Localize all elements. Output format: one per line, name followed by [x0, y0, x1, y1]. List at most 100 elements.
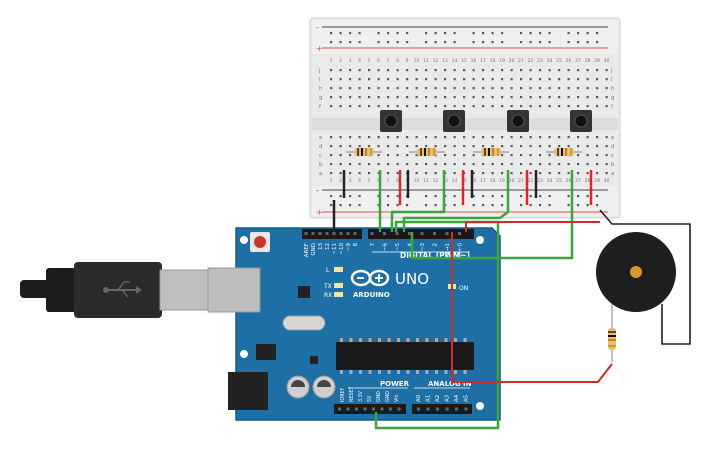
header-pin[interactable] — [318, 232, 322, 235]
header-pin[interactable] — [311, 232, 315, 235]
header-pin[interactable] — [426, 407, 430, 411]
pushbutton-1[interactable] — [380, 110, 402, 132]
terminal-hole — [349, 69, 352, 72]
header-pin[interactable] — [325, 232, 329, 235]
terminal-hole — [349, 172, 352, 175]
header-pin[interactable] — [445, 407, 449, 411]
resistor-2[interactable] — [409, 148, 445, 156]
rail-hole — [377, 195, 380, 198]
terminal-hole — [368, 136, 371, 139]
column-number: 2 — [339, 178, 342, 184]
header-pin[interactable] — [436, 407, 439, 411]
pushbutton-3[interactable] — [507, 110, 529, 132]
header-pin[interactable] — [370, 232, 374, 235]
piezo-buzzer[interactable] — [596, 232, 676, 312]
terminal-hole — [434, 96, 437, 99]
header-pin[interactable] — [408, 232, 411, 235]
terminal-hole — [349, 136, 352, 139]
column-number: 30 — [604, 58, 610, 64]
terminal-hole — [387, 145, 390, 148]
rail-hole — [548, 32, 551, 35]
terminal-hole — [444, 145, 447, 148]
header-pin[interactable] — [433, 232, 436, 235]
chip-pin — [359, 338, 362, 342]
terminal-hole — [377, 78, 380, 81]
terminal-hole — [567, 145, 570, 148]
terminal-hole — [358, 87, 361, 90]
resistor-buzzer[interactable] — [608, 318, 616, 362]
chip-pin — [387, 370, 391, 374]
rail-hole — [529, 204, 532, 207]
row-letter: a — [611, 171, 614, 177]
column-number: 13 — [442, 58, 448, 64]
rail-hole — [358, 195, 361, 198]
terminal-hole — [444, 96, 447, 99]
row-letter: b — [319, 162, 323, 168]
terminal-hole — [472, 105, 475, 108]
chip-pin — [416, 338, 419, 342]
pushbutton-2[interactable] — [443, 110, 465, 132]
header-pin[interactable] — [372, 407, 375, 411]
header-pin[interactable] — [464, 407, 468, 411]
terminal-hole — [548, 105, 551, 108]
reset-button-cap[interactable] — [254, 236, 266, 248]
header-pin[interactable] — [355, 407, 358, 411]
terminal-hole — [539, 96, 542, 99]
row-letter: j — [610, 68, 613, 74]
header-pin[interactable] — [417, 407, 420, 411]
header-pin[interactable] — [420, 232, 424, 235]
terminal-hole — [577, 105, 580, 108]
header-pin[interactable] — [363, 407, 367, 411]
terminal-holes — [330, 69, 608, 175]
header-pin[interactable] — [395, 232, 399, 235]
header-pin[interactable] — [339, 232, 343, 235]
resistor-3[interactable] — [473, 148, 509, 156]
header-pin[interactable] — [383, 232, 386, 235]
header-pin[interactable] — [346, 407, 350, 411]
column-number: 20 — [509, 58, 515, 64]
header-pin[interactable] — [397, 407, 401, 411]
header-pin[interactable] — [445, 232, 449, 235]
terminal-hole — [558, 78, 561, 81]
chip-pin — [454, 370, 457, 374]
wire-red-pin — [451, 232, 470, 383]
header-pin[interactable] — [332, 232, 336, 235]
rail-hole — [596, 32, 599, 35]
row-letter: e — [319, 135, 323, 141]
power-jack — [228, 372, 268, 410]
terminal-hole — [548, 172, 551, 175]
pushbutton-4[interactable] — [570, 110, 592, 132]
terminal-hole — [330, 69, 333, 72]
header-pin[interactable] — [458, 232, 461, 235]
usb-cable-strain — [20, 280, 50, 298]
rail-hole — [339, 41, 342, 44]
terminal-hole — [586, 136, 589, 139]
resistor-4[interactable] — [546, 148, 582, 156]
header-pin[interactable] — [346, 232, 350, 235]
terminal-hole — [463, 136, 466, 139]
resistor-1[interactable] — [346, 148, 382, 156]
terminal-hole — [358, 69, 361, 72]
terminal-hole — [605, 163, 608, 166]
header-pin[interactable] — [455, 407, 458, 411]
terminal-hole — [520, 136, 523, 139]
digital-label: DIGITAL (PWM~) — [400, 251, 470, 260]
usb-cable[interactable] — [20, 262, 209, 318]
rail-hole — [482, 195, 485, 198]
terminal-hole — [349, 87, 352, 90]
header-pin[interactable] — [338, 407, 341, 411]
wires — [332, 170, 691, 430]
terminal-hole — [577, 154, 580, 157]
header-pin[interactable] — [304, 232, 308, 235]
terminal-hole — [539, 136, 542, 139]
terminal-hole — [406, 145, 409, 148]
header-pin[interactable] — [380, 407, 384, 411]
bottom-power-rail — [312, 186, 618, 216]
mounting-hole — [476, 402, 484, 410]
rail-hole — [491, 195, 494, 198]
header-pin[interactable] — [389, 407, 392, 411]
header-pin[interactable] — [353, 232, 357, 235]
column-number: 26 — [566, 58, 572, 64]
column-number: 2 — [339, 58, 342, 64]
